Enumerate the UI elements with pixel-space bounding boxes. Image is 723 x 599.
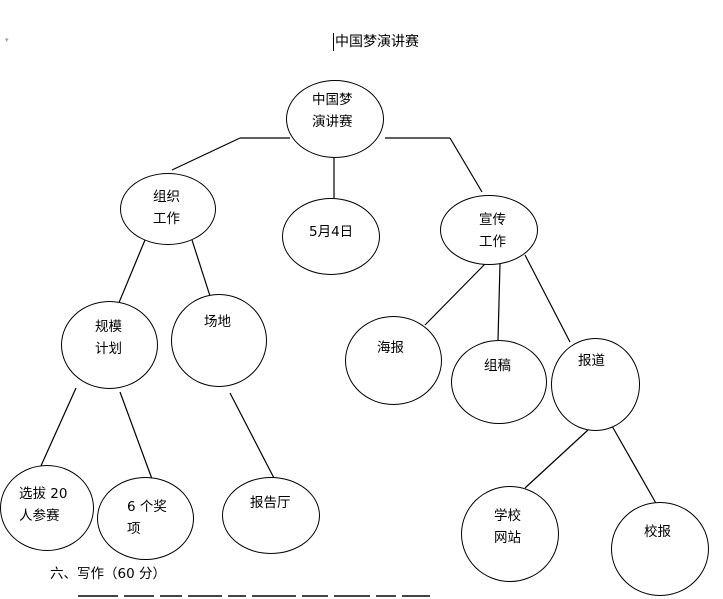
node-school-website-label: 学校 网站 bbox=[494, 508, 521, 546]
connector-plan-to-select bbox=[39, 387, 77, 469]
node-date bbox=[282, 198, 380, 275]
node-select-contestants-label: 选拔 20 人参赛 bbox=[19, 486, 68, 524]
node-root-label: 中国梦 演讲赛 bbox=[312, 92, 353, 130]
connector-venue-to-hall bbox=[229, 392, 276, 481]
node-date-label: 5月4日 bbox=[309, 224, 354, 240]
node-school-paper bbox=[611, 502, 709, 596]
node-plan bbox=[61, 301, 158, 389]
connector-report-to-paper bbox=[611, 425, 658, 506]
node-drafting-label: 组稿 bbox=[484, 358, 511, 374]
node-venue-label: 场地 bbox=[204, 314, 231, 330]
connector-plan-to-awards bbox=[119, 391, 153, 480]
connector-organize-to-venue bbox=[191, 239, 211, 297]
connector-root-to-promo-b bbox=[449, 137, 483, 193]
connector-promo-to-poster bbox=[424, 263, 486, 326]
collapse-triangle-icon[interactable]: ▾ bbox=[5, 36, 9, 44]
node-poster-label: 海报 bbox=[377, 340, 404, 356]
connector-organize-to-plan bbox=[117, 239, 146, 306]
node-venue bbox=[171, 294, 267, 387]
node-awards bbox=[97, 477, 194, 560]
cutoff-text-line bbox=[78, 592, 458, 599]
section-heading-writing: 六、写作（60 分） bbox=[50, 566, 166, 582]
node-awards-label: 6 个奖 项 bbox=[127, 499, 167, 537]
node-school-website bbox=[461, 486, 559, 582]
node-lecture-hall-label: 报告厅 bbox=[250, 495, 291, 511]
node-school-paper-label: 校报 bbox=[644, 524, 671, 540]
node-select-contestants bbox=[0, 465, 94, 551]
node-poster bbox=[345, 316, 442, 405]
connector-root-to-organize-b bbox=[171, 137, 241, 171]
node-plan-label: 规模 计划 bbox=[95, 319, 122, 357]
node-drafting bbox=[451, 340, 547, 424]
node-lecture-hall bbox=[222, 477, 320, 554]
node-organize bbox=[120, 173, 216, 245]
node-report-label: 报道 bbox=[578, 353, 605, 369]
document-title: 中国梦演讲赛 bbox=[333, 33, 419, 51]
node-promotion bbox=[440, 195, 538, 265]
connector-promo-to-draft bbox=[497, 263, 501, 341]
node-root bbox=[286, 80, 384, 158]
node-report bbox=[551, 338, 640, 431]
connector-report-to-website bbox=[524, 429, 589, 489]
node-promotion-label: 宣传 工作 bbox=[479, 212, 506, 250]
node-organize-label: 组织 工作 bbox=[153, 189, 180, 227]
connector-promo-to-report bbox=[524, 254, 571, 343]
